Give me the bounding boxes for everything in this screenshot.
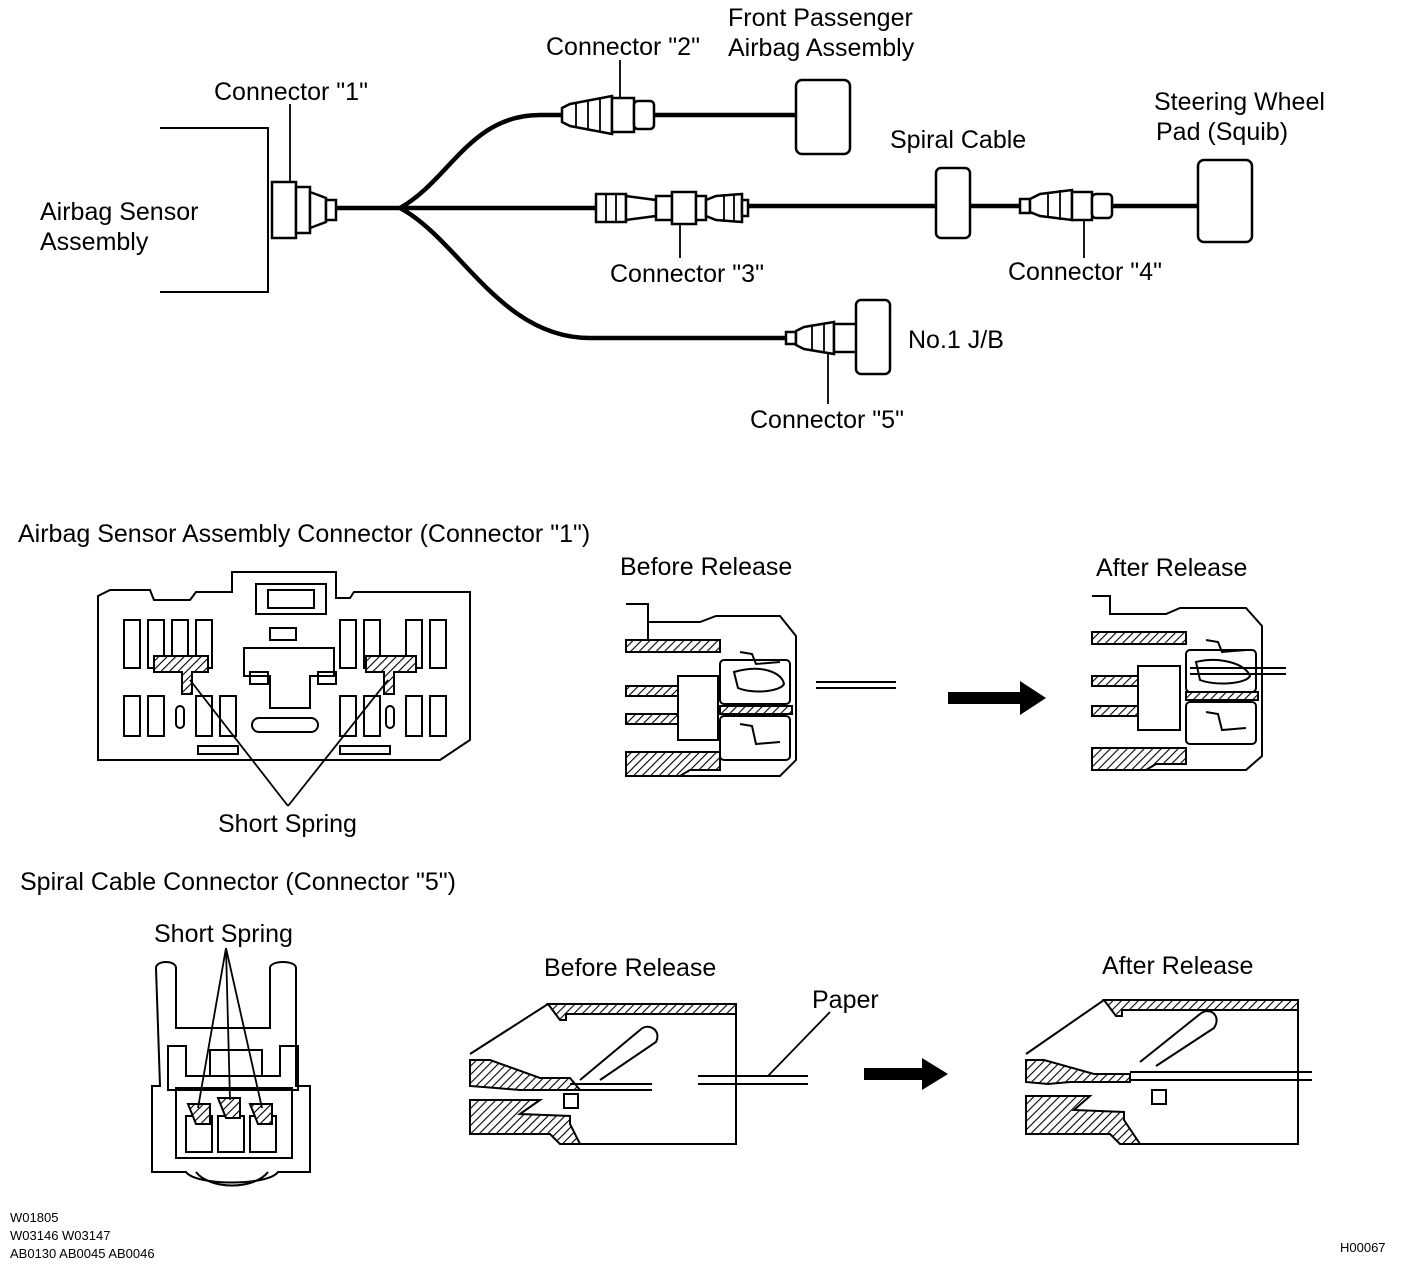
short-spring-2c (248, 1103, 273, 1125)
steering-wheel-pad-line2: Pad (Squib) (1156, 118, 1288, 146)
jb-label: No.1 J/B (908, 326, 1004, 354)
steering-wheel-pad-box (1196, 158, 1254, 244)
arrow-2 (864, 1058, 948, 1090)
code-line-2: W03146 W03147 (10, 1228, 110, 1243)
after-release-label-1: After Release (1096, 554, 1247, 582)
before-release-drawing-1 (625, 603, 797, 777)
front-passenger-airbag-line2: Airbag Assembly (728, 34, 915, 62)
before-release-label-2: Before Release (544, 954, 716, 982)
paper-label: Paper (812, 986, 879, 1014)
code-right: H00067 (1340, 1240, 1386, 1255)
arrow-1 (948, 681, 1046, 715)
front-passenger-airbag-line1: Front Passenger (728, 4, 913, 32)
connector-2-label: Connector "2" (546, 33, 700, 61)
front-passenger-airbag-label: Front Passenger Airbag Assembly (728, 4, 920, 62)
airbag-sensor-assembly-line1: Airbag Sensor (40, 198, 198, 226)
short-spring-right (365, 655, 417, 695)
after-release-drawing-2 (1025, 999, 1312, 1145)
airbag-sensor-assembly-line2: Assembly (40, 228, 149, 256)
connector-1 (270, 104, 338, 240)
wire-to-connector-2 (398, 112, 562, 210)
connector-3 (594, 190, 750, 258)
short-spring-left (153, 655, 209, 695)
connector-5 (784, 298, 892, 404)
connector-1-label: Connector "1" (214, 78, 368, 106)
airbag-sensor-assembly-label: Airbag Sensor Assembly (40, 198, 205, 256)
section-2-title: Spiral Cable Connector (Connector "5") (20, 868, 456, 896)
spiral-cable-box (934, 166, 972, 240)
short-spring-2b (216, 1097, 241, 1119)
short-spring-2a (186, 1103, 211, 1125)
before-release-label-1: Before Release (620, 553, 792, 581)
after-release-label-2: After Release (1102, 952, 1253, 980)
steering-wheel-pad-line1: Steering Wheel (1154, 88, 1325, 116)
spiral-cable-connector-face (151, 947, 311, 1187)
code-line-3: AB0130 AB0045 AB0046 (10, 1246, 155, 1261)
before-release-drawing-2 (469, 1003, 737, 1145)
spiral-cable-label: Spiral Cable (890, 126, 1026, 154)
short-spring-label-1: Short Spring (218, 810, 357, 838)
code-line-1: W01805 (10, 1210, 58, 1225)
wire-to-connector-5 (398, 206, 786, 341)
connector-4-label: Connector "4" (1008, 258, 1162, 286)
front-passenger-airbag-box (794, 78, 852, 156)
airbag-sensor-assembly-outline (160, 127, 269, 293)
airbag-sensor-connector-face (97, 571, 471, 807)
connector-5-label: Connector "5" (750, 406, 904, 434)
connector-2 (560, 60, 656, 136)
wiring-diagram: Airbag Sensor Assembly Connector "1" Co (40, 4, 1332, 434)
paper-pointer (767, 1011, 831, 1077)
connector-4 (1018, 188, 1114, 258)
section-1-title: Airbag Sensor Assembly Connector (Connec… (18, 520, 590, 548)
steering-wheel-pad-label: Steering Wheel Pad (Squib) (1154, 88, 1332, 146)
connector-3-label: Connector "3" (610, 260, 764, 288)
short-spring-label-2: Short Spring (154, 920, 293, 948)
after-release-drawing-1 (1091, 595, 1286, 771)
